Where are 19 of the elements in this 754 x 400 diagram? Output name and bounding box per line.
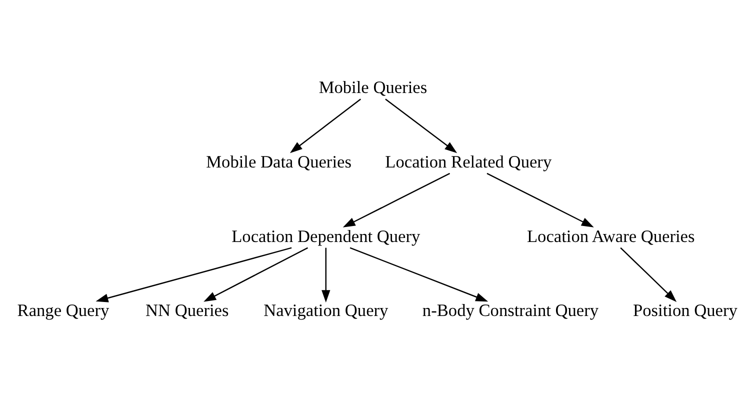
- node-text: Range Query: [17, 301, 110, 320]
- arrow: [342, 172, 450, 228]
- arrow: [620, 247, 677, 302]
- node-text: Position Query: [632, 301, 738, 320]
- node-text: Navigation Query: [264, 301, 388, 320]
- node-text: Mobile Data Queries: [206, 152, 352, 172]
- arrow: [385, 98, 458, 154]
- arrow: [96, 247, 292, 302]
- node-text: Location Aware Queries: [526, 226, 695, 246]
- arrow: [486, 172, 594, 228]
- arrow: [350, 247, 488, 302]
- node-text: Mobile Queries: [318, 78, 428, 98]
- node-text: Location Related Query: [385, 152, 552, 172]
- node-text: NN Queries: [145, 301, 229, 320]
- node-text: Location Dependent Query: [232, 226, 420, 246]
- node-text: n-Body Constraint Query: [422, 301, 599, 320]
- arrow: [322, 248, 330, 303]
- arrow: [204, 247, 308, 302]
- arrow: [290, 98, 362, 154]
